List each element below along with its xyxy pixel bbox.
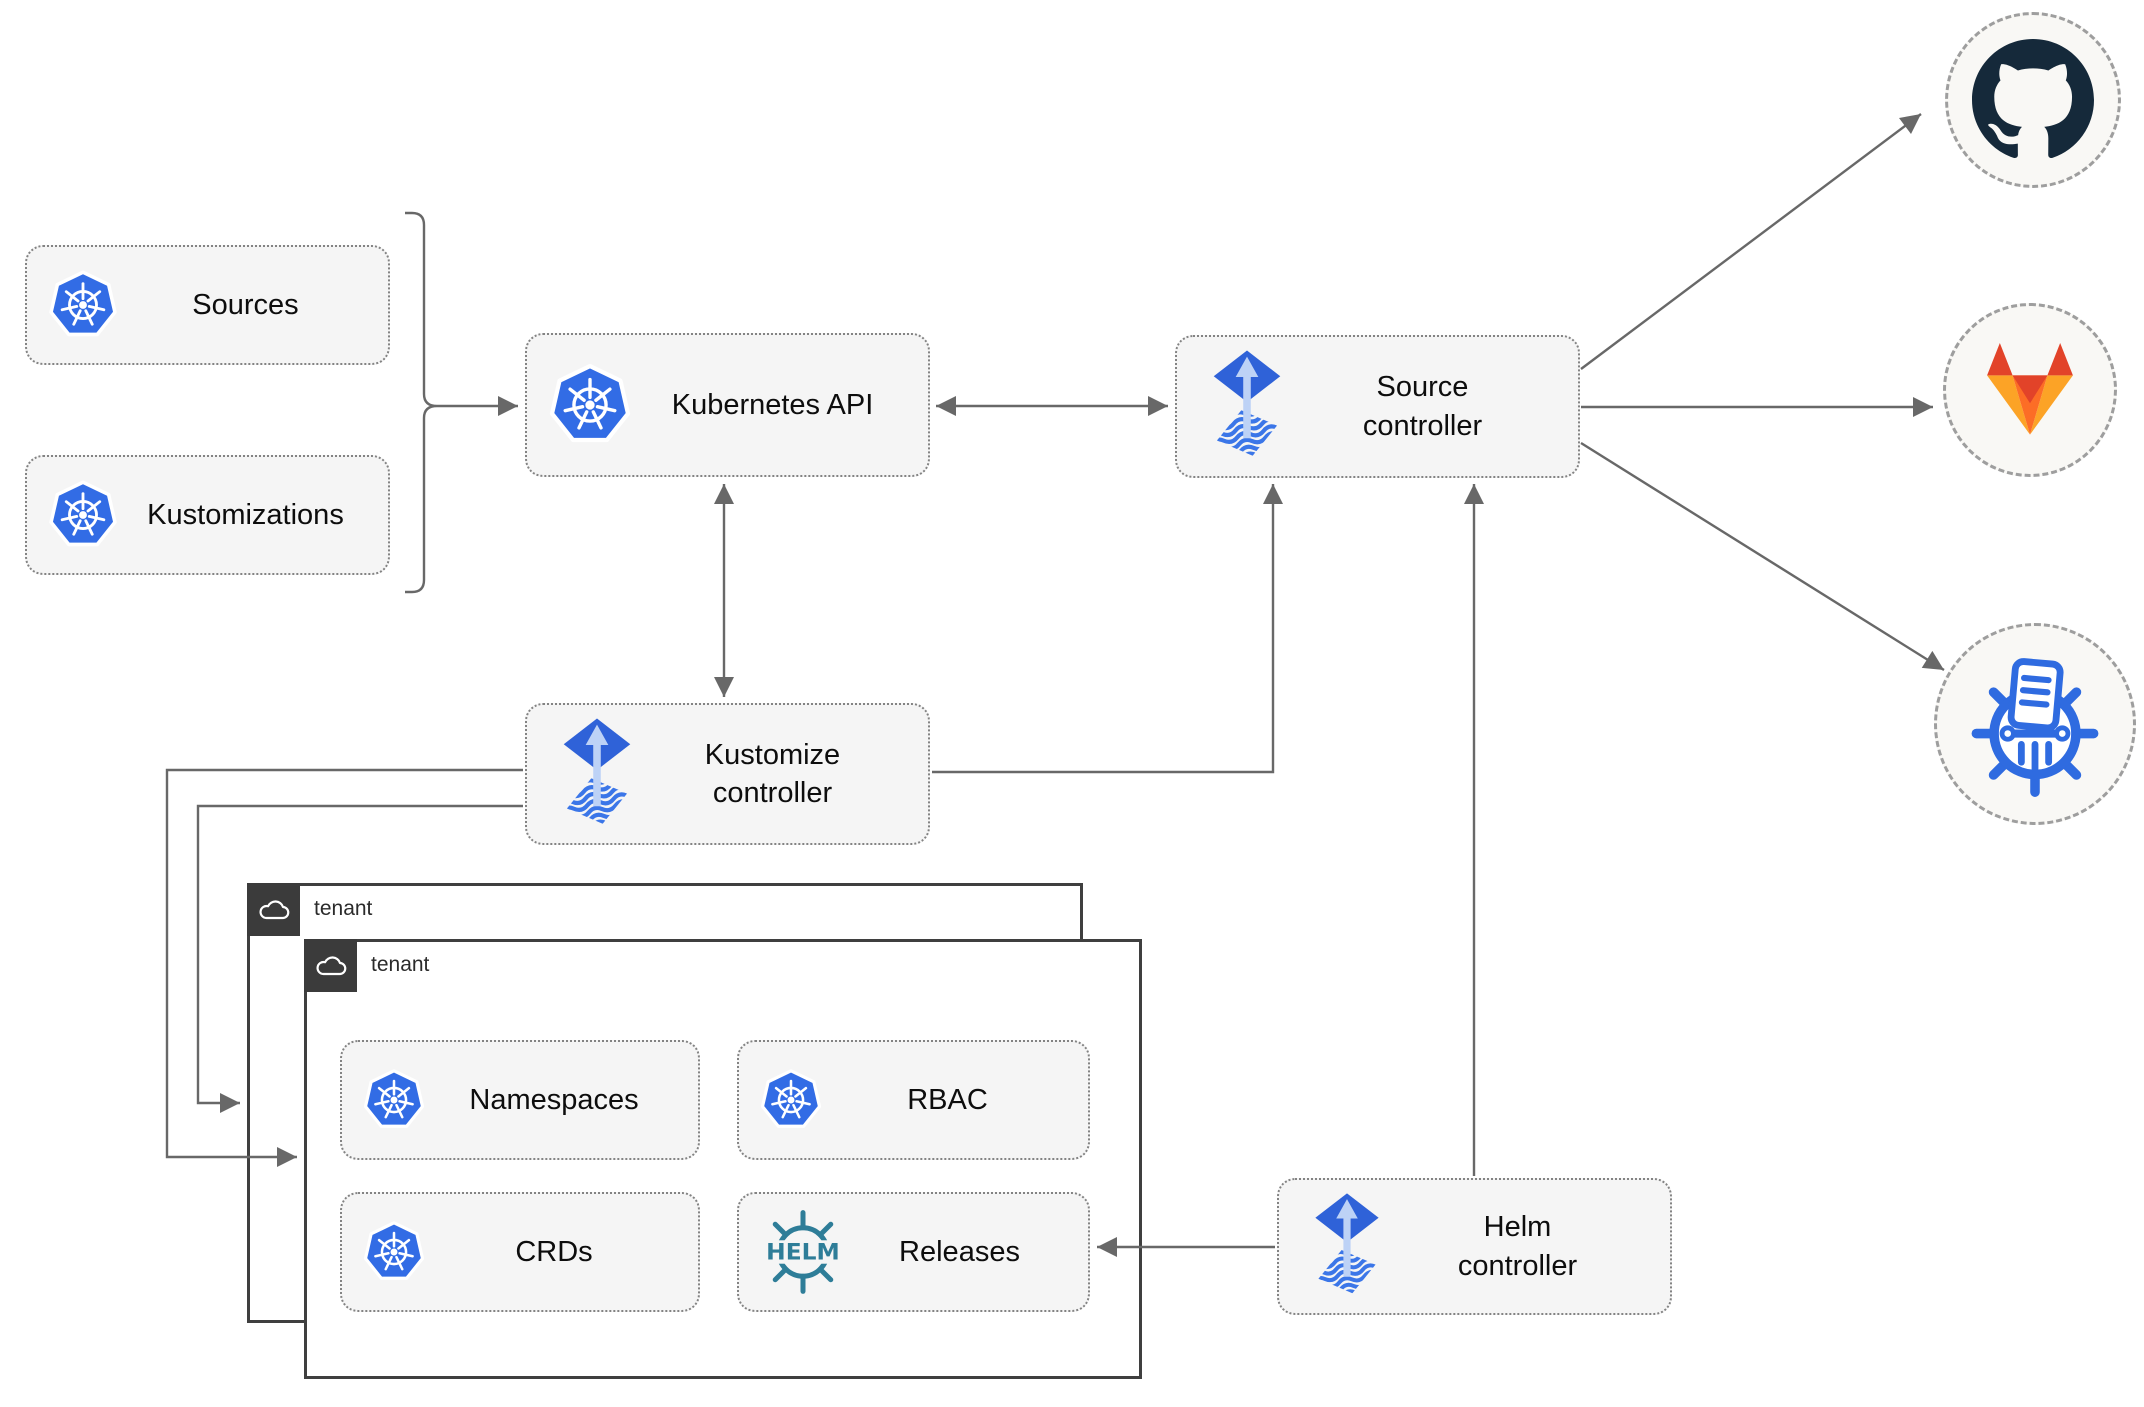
node-kustomizations: Kustomizations [25,455,390,575]
node-kustomize-controller: Kustomize controller [525,703,930,845]
node-label: Source controller [1362,371,1483,442]
edge-source-registry [1580,441,1945,672]
node-label: Helm controller [1457,1211,1578,1282]
kubernetes-icon [45,268,121,342]
github-icon [1972,39,2094,161]
node-crds: CRDs [340,1192,700,1312]
flux-icon [559,714,635,835]
node-label: Kustomizations [147,498,344,531]
cloud-icon [313,952,349,979]
helm-logo-text: HELM [766,1240,840,1266]
node-label: Kustomize controller [704,738,841,809]
kubernetes-icon [757,1067,825,1133]
flux-icon [1209,346,1285,467]
node-sources: Sources [25,245,390,365]
flux-icon [1311,1189,1383,1304]
github-endpoint [1945,12,2121,188]
gitlab-endpoint [1943,303,2117,477]
helm-icon: HELM [757,1206,849,1298]
node-releases: HELM Releases [737,1192,1090,1312]
node-rbac: RBAC [737,1040,1090,1160]
node-label: Namespaces [469,1083,639,1116]
kubernetes-icon [545,361,635,449]
node-source-controller: Source controller [1175,335,1580,478]
edge-kustomize-source [932,484,1283,774]
node-label: Releases [899,1235,1020,1268]
kubernetes-icon [360,1067,428,1133]
node-label: CRDs [515,1235,593,1268]
gitlab-icon [1972,337,2088,444]
registry-icon [1960,649,2110,799]
node-namespaces: Namespaces [340,1040,700,1160]
kubernetes-icon [360,1219,428,1285]
edge-brace [405,211,438,594]
tenant-badge [247,883,300,936]
edge-source-github [1580,113,1922,370]
tenant-badge [304,939,357,992]
node-helm-controller: Helm controller [1277,1178,1672,1315]
node-label: Kubernetes API [671,388,874,421]
oci-registry-endpoint [1934,623,2136,825]
node-label: RBAC [907,1083,988,1116]
tenant-group-label: tenant [314,897,373,920]
kubernetes-icon [45,478,121,552]
cloud-icon [256,896,292,923]
tenant-group-label: tenant [371,953,430,976]
node-kubernetes-api: Kubernetes API [525,333,930,477]
node-label: Sources [192,288,299,321]
